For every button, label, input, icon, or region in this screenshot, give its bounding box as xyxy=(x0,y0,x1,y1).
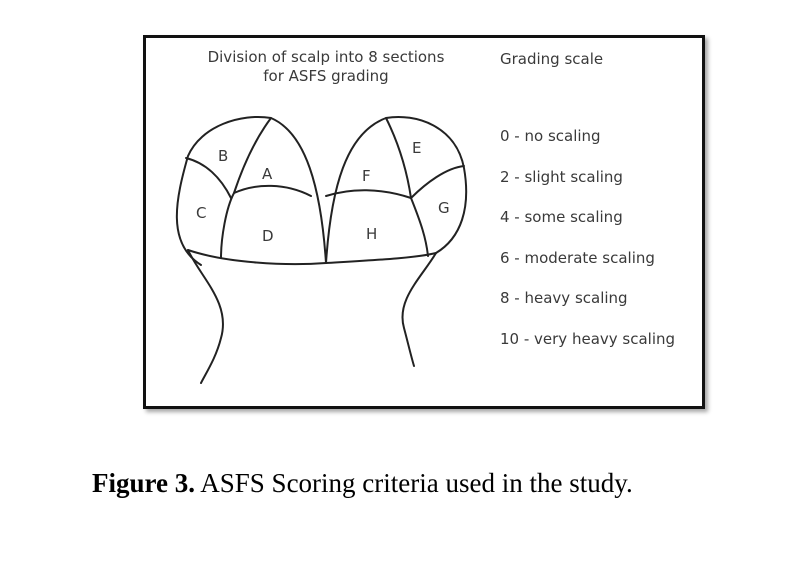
grading-item: 6 - moderate scaling xyxy=(500,248,655,267)
region-label-a: A xyxy=(262,165,273,183)
scalp-diagram: B A C D E F G H xyxy=(175,116,468,384)
grading-scale-list: 0 - no scaling 2 - slight scaling 4 - so… xyxy=(500,126,675,369)
grading-item: 8 - heavy scaling xyxy=(500,289,628,307)
figure-frame: Division of scalp into 8 sections for AS… xyxy=(143,35,705,409)
diagram-title-line-2: for ASFS grading xyxy=(263,67,389,85)
figure-caption: Figure 3. ASFS Scoring criteria used in … xyxy=(92,468,633,499)
region-label-d: D xyxy=(262,227,274,245)
grading-item: 10 - very heavy scaling xyxy=(500,329,676,348)
neck-line xyxy=(187,249,437,266)
caption-label: Figure 3. xyxy=(92,468,195,498)
region-label-c: C xyxy=(196,204,206,222)
neck-right-curve xyxy=(401,252,437,367)
region-label-h: H xyxy=(366,225,377,243)
grading-item: 4 - some scaling xyxy=(500,208,623,226)
left-scalp-outline xyxy=(175,116,327,266)
region-label-e: E xyxy=(412,139,421,157)
region-label-b: B xyxy=(218,147,228,165)
right-divider-top xyxy=(410,165,465,199)
right-divider-diag xyxy=(325,189,412,199)
grading-item: 0 - no scaling xyxy=(500,127,601,145)
region-label-g: G xyxy=(438,199,450,217)
grading-scale-heading: Grading scale xyxy=(500,50,604,68)
region-label-f: F xyxy=(362,167,371,185)
diagram-title: Division of scalp into 8 sections for AS… xyxy=(186,48,466,86)
left-divider-diag xyxy=(233,184,312,197)
diagram-title-line-1: Division of scalp into 8 sections xyxy=(207,48,445,66)
left-divider-top xyxy=(185,157,232,199)
neck-left-curve xyxy=(187,249,224,384)
caption-text: ASFS Scoring criteria used in the study. xyxy=(195,468,633,498)
right-scalp-outline xyxy=(325,116,468,264)
grading-item: 2 - slight scaling xyxy=(500,167,623,186)
